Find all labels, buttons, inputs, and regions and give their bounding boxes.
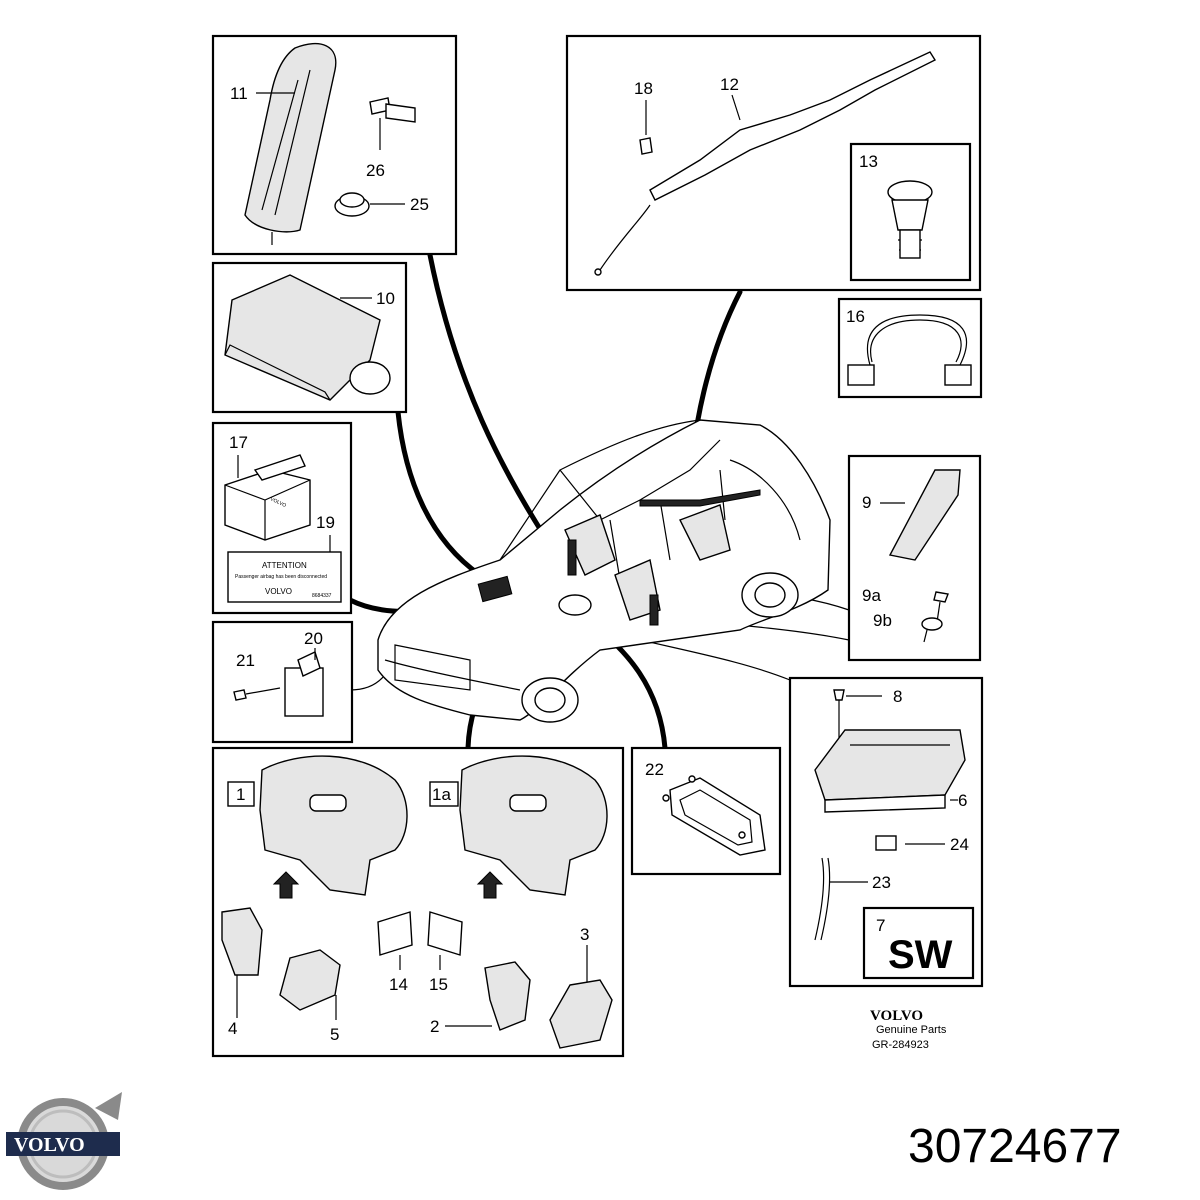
callout-13: 13 xyxy=(859,152,878,171)
callout-7: 7 xyxy=(876,916,885,935)
callout-16: 16 xyxy=(846,307,865,326)
footer-genuine: Genuine Parts xyxy=(876,1024,947,1036)
box-side-sensor: 9 9a 9b xyxy=(847,454,982,662)
callout-14: 14 xyxy=(389,975,408,994)
label-text: Passenger airbag has been disconnected xyxy=(235,574,327,580)
callout-21: 21 xyxy=(236,651,255,670)
callout-26: 26 xyxy=(366,161,385,180)
callout-24: 24 xyxy=(950,835,969,854)
part-number: 30724677 xyxy=(908,1120,1122,1173)
callout-11: 11 xyxy=(230,84,248,103)
box-passenger-airbag: 10 xyxy=(211,261,408,414)
callout-1a: 1a xyxy=(432,785,451,804)
callout-2: 2 xyxy=(430,1017,439,1036)
label-title: ATTENTION xyxy=(262,561,307,570)
box-side-airbag: 11 26 25 xyxy=(211,34,458,256)
callout-20: 20 xyxy=(304,629,323,648)
car-illustration xyxy=(377,419,831,723)
footer-brand: VOLVO xyxy=(870,1008,923,1024)
callout-22: 22 xyxy=(645,760,664,779)
box-bracket: 22 xyxy=(630,746,782,876)
callout-1: 1 xyxy=(236,785,245,804)
callout-9b: 9b xyxy=(873,611,892,630)
callout-6: 6 xyxy=(958,791,967,810)
callout-9: 9 xyxy=(862,493,871,512)
callout-15: 15 xyxy=(429,975,448,994)
box-wiring-harness: 16 xyxy=(837,297,983,399)
genuine-parts-footer: VOLVO Genuine Parts GR-284923 xyxy=(870,1008,947,1051)
callout-8: 8 xyxy=(893,687,902,706)
logo-text: VOLVO xyxy=(14,1134,85,1156)
box-labels: 17 VOLVO 19 ATTENTION Passenger airbag h… xyxy=(211,421,353,615)
label-brand: VOLVO xyxy=(265,587,292,596)
sw-label: SW xyxy=(888,933,953,977)
callout-23: 23 xyxy=(872,873,891,892)
callout-17: 17 xyxy=(229,433,248,452)
box-curtain-airbag: 12 18 13 xyxy=(565,34,982,292)
callout-19: 19 xyxy=(316,513,335,532)
footer-ref: GR-284923 xyxy=(872,1039,929,1051)
callout-12: 12 xyxy=(720,75,739,94)
callout-4: 4 xyxy=(228,1019,237,1038)
callout-9a: 9a xyxy=(862,586,881,605)
callout-25: 25 xyxy=(410,195,429,214)
box-steering-airbags: 1 1a 4 5 14 15 2 3 xyxy=(211,746,625,1058)
callout-10: 10 xyxy=(376,289,395,308)
box-control-module: 8 6 24 23 7 SW xyxy=(788,676,984,988)
callout-5: 5 xyxy=(330,1025,339,1044)
box-sensor: 20 21 xyxy=(211,620,354,744)
volvo-logo: VOLVO xyxy=(6,1092,122,1190)
label-code: 8684337 xyxy=(312,593,332,599)
callout-3: 3 xyxy=(580,925,589,944)
callout-18: 18 xyxy=(634,79,653,98)
